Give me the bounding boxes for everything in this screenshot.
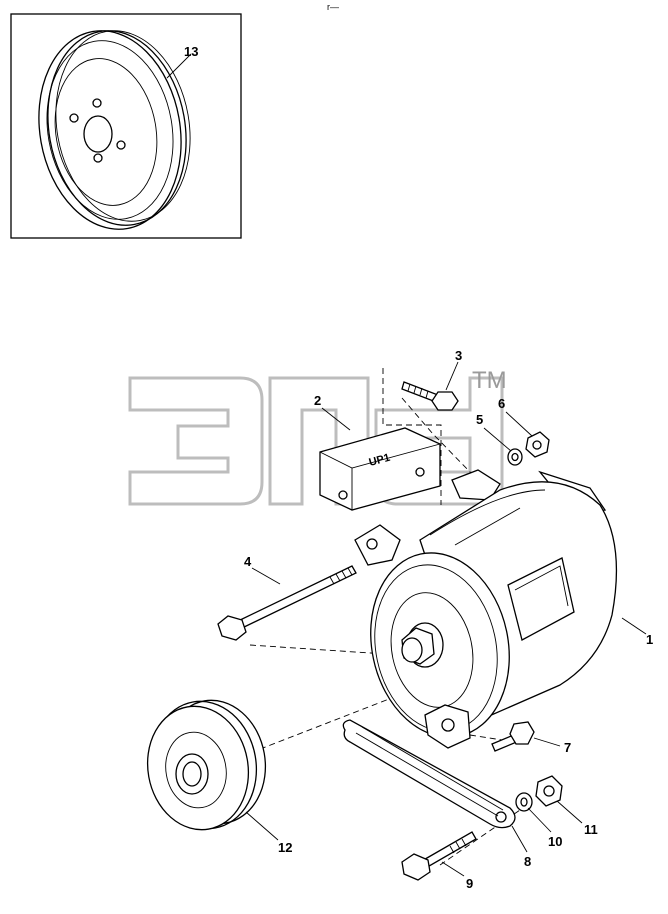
callout-9: 9: [466, 876, 473, 891]
callout-3: 3: [455, 348, 462, 363]
header-mark: r—: [327, 2, 339, 12]
bolt-part-3: [401, 381, 459, 411]
callout-8: 8: [524, 854, 531, 869]
bolt-part-7: [491, 721, 535, 752]
washer-part-10: [515, 792, 533, 812]
nut-part-11: [535, 775, 563, 807]
bracket-marking: UP1: [368, 452, 392, 469]
callout-6: 6: [498, 396, 505, 411]
callout-2: 2: [314, 393, 321, 408]
inset-frame: [10, 13, 242, 239]
pulley-part-12: [146, 699, 267, 831]
leader-lines: [166, 53, 647, 877]
callout-4: 4: [244, 554, 252, 569]
callout-13: 13: [184, 44, 198, 59]
callout-10: 10: [548, 834, 562, 849]
callout-5: 5: [476, 412, 483, 427]
bracket-part-2: UP1: [319, 427, 441, 511]
callouts: 1 2 3 4 5 6 7 8 9 10 11 12 13: [184, 44, 653, 891]
nut-part-6: [525, 431, 550, 458]
pulley-13-drawing: [38, 30, 191, 230]
callout-1: 1: [646, 632, 653, 647]
alternator-part-1: [354, 469, 618, 749]
bolt-part-9: [401, 831, 477, 881]
callout-11: 11: [584, 822, 598, 837]
watermark-trademark: TM: [472, 367, 507, 394]
bolt-part-4: [217, 565, 357, 641]
callout-12: 12: [278, 840, 292, 855]
watermark-logo: TM: [128, 367, 507, 506]
callout-7: 7: [564, 740, 571, 755]
washer-part-5: [507, 448, 523, 466]
strap-part-8: [342, 719, 516, 829]
